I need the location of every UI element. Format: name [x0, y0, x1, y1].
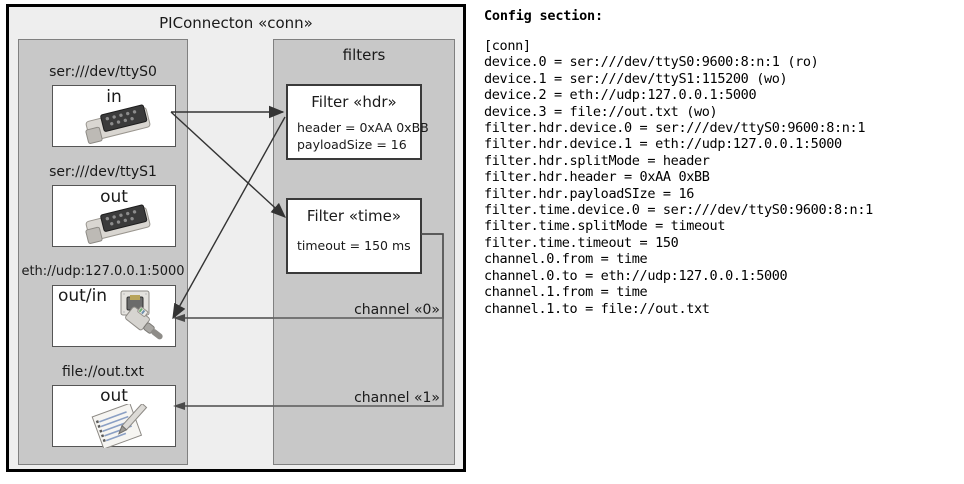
config-heading: Config section: [484, 8, 603, 24]
device-box-2[interactable]: out/in [52, 285, 176, 347]
config-section: Config section: [conn]device.0 = ser:///… [484, 8, 954, 317]
device-label-0: ser:///dev/ttyS0 [49, 64, 157, 80]
config-line: filter.hdr.splitMode = header [484, 152, 710, 169]
diagram-title: PIConnecton «conn» [159, 14, 313, 32]
filter-name-time: Filter «time» [306, 207, 402, 225]
channel-label-0: channel «0» [354, 302, 440, 318]
device-box-0[interactable]: in [52, 85, 176, 147]
config-line: filter.hdr.device.1 = eth://udp:127.0.0.… [484, 136, 842, 153]
device-label-1: ser:///dev/ttyS1 [49, 164, 157, 180]
config-lines: [conn]device.0 = ser:///dev/ttyS0:9600:8… [484, 38, 954, 317]
device-label-3: file://out.txt [61, 364, 145, 380]
filters-panel: filters Filter «hdr» header = 0xAA 0xBB … [273, 39, 455, 465]
serial-port-icon [79, 102, 159, 150]
filters-panel-title: filters [342, 46, 386, 64]
device-io-3: out [100, 386, 128, 406]
config-line: filter.hdr.header = 0xAA 0xBB [484, 169, 710, 186]
config-line: channel.1.from = time [484, 284, 648, 301]
filter-name-hdr: Filter «hdr» [311, 93, 397, 111]
serial-port-icon [79, 202, 159, 250]
config-line: device.3 = file://out.txt (wo) [484, 103, 718, 120]
config-line: filter.hdr.device.0 = ser:///dev/ttyS0:9… [484, 120, 866, 137]
config-line: device.0 = ser:///dev/ttyS0:9600:8:n:1 (… [484, 54, 819, 71]
config-line: filter.hdr.payloadSIze = 16 [484, 185, 694, 202]
device-io-1: out [100, 187, 128, 207]
config-line: channel.1.to = file://out.txt [484, 300, 710, 317]
device-box-3[interactable]: out [52, 385, 176, 450]
config-line: device.1 = ser:///dev/ttyS1:115200 (wo) [484, 70, 788, 87]
device-io-0: in [106, 87, 122, 107]
config-line: channel.0.to = eth://udp:127.0.0.1:5000 [484, 267, 788, 284]
config-line: filter.time.device.0 = ser:///dev/ttyS0:… [484, 202, 873, 219]
device-io-2: out/in [58, 286, 108, 306]
config-line: [conn] [484, 38, 531, 54]
filter-box-time[interactable]: Filter «time» timeout = 150 ms [286, 198, 422, 274]
channel-label-1: channel «1» [354, 390, 440, 406]
devices-panel: ser:///dev/ttyS0 in [18, 39, 188, 465]
ethernet-icon [113, 289, 173, 349]
filter-box-hdr[interactable]: Filter «hdr» header = 0xAA 0xBB payloadS… [286, 84, 429, 160]
filter-attr-hdr-1: payloadSize = 16 [297, 137, 407, 152]
arrow-hdr-to-eth [172, 116, 286, 320]
connector-diagram: PIConnecton «conn» ser:///dev/ttyS0 in [6, 4, 466, 472]
config-line: channel.0.from = time [484, 251, 648, 268]
config-line: device.2 = eth://udp:127.0.0.1:5000 [484, 87, 757, 104]
device-label-2: eth://udp:127.0.0.1:5000 [21, 264, 185, 279]
document-pen-icon [89, 402, 151, 452]
config-line: filter.time.timeout = 150 [484, 234, 679, 251]
config-line: filter.time.splitMode = timeout [484, 218, 726, 235]
device-box-1[interactable]: out [52, 185, 176, 247]
filter-attr-time-0: timeout = 150 ms [297, 238, 411, 253]
arrow-ttys0-to-time [170, 111, 287, 218]
filter-attr-hdr-0: header = 0xAA 0xBB [297, 120, 429, 135]
